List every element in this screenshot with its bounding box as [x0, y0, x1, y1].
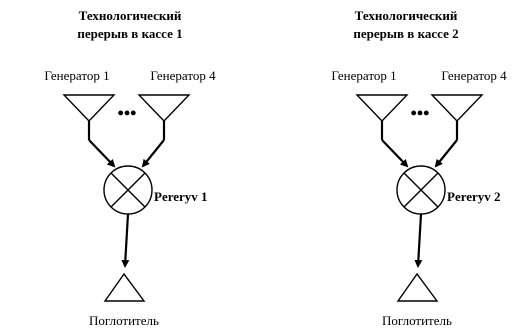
ellipsis-generators: •••: [118, 103, 137, 123]
generator-4-label: Генератор 4: [441, 68, 507, 83]
panel-kassa-1: Технологический перерыв в кассе 1 Генера…: [44, 8, 216, 328]
generator-4-triangle: [137, 94, 191, 123]
sink-label: Поглотитель: [89, 313, 159, 328]
arrow-node-to-sink: [121, 213, 130, 268]
generator-1-label: Генератор 1: [44, 68, 109, 83]
generator-1-triangle: [355, 94, 409, 123]
generator-1-triangle: [62, 94, 116, 123]
panel-title-line1: Технологический: [355, 8, 458, 23]
arrow-gen4-to-node: [141, 139, 165, 168]
sink-triangle: [103, 272, 146, 302]
node-cross-line-b: [403, 172, 439, 208]
pereryv-2-label: Pereryv 2: [447, 189, 501, 204]
generator-1-label: Генератор 1: [331, 68, 396, 83]
panel-title-line1: Технологический: [79, 8, 182, 23]
arrow-node-to-sink: [414, 213, 423, 268]
ellipsis-generators: •••: [411, 103, 430, 123]
sink-label: Поглотитель: [382, 313, 452, 328]
generator-4-triangle: [430, 94, 484, 123]
pereryv-1-label: Pereryv 1: [154, 189, 208, 204]
arrow-gen1-to-node: [381, 139, 409, 168]
sink-triangle: [396, 272, 439, 302]
arrow-gen4-to-node: [434, 139, 458, 168]
panel-title-line2: перерыв в кассе 2: [353, 26, 458, 41]
generator-4-label: Генератор 4: [150, 68, 216, 83]
arrow-gen1-to-node: [88, 139, 116, 168]
panel-title-line2: перерыв в кассе 1: [77, 26, 182, 41]
panel-kassa-2: Технологический перерыв в кассе 2 Генера…: [331, 8, 507, 328]
node-cross-line-b: [110, 172, 146, 208]
